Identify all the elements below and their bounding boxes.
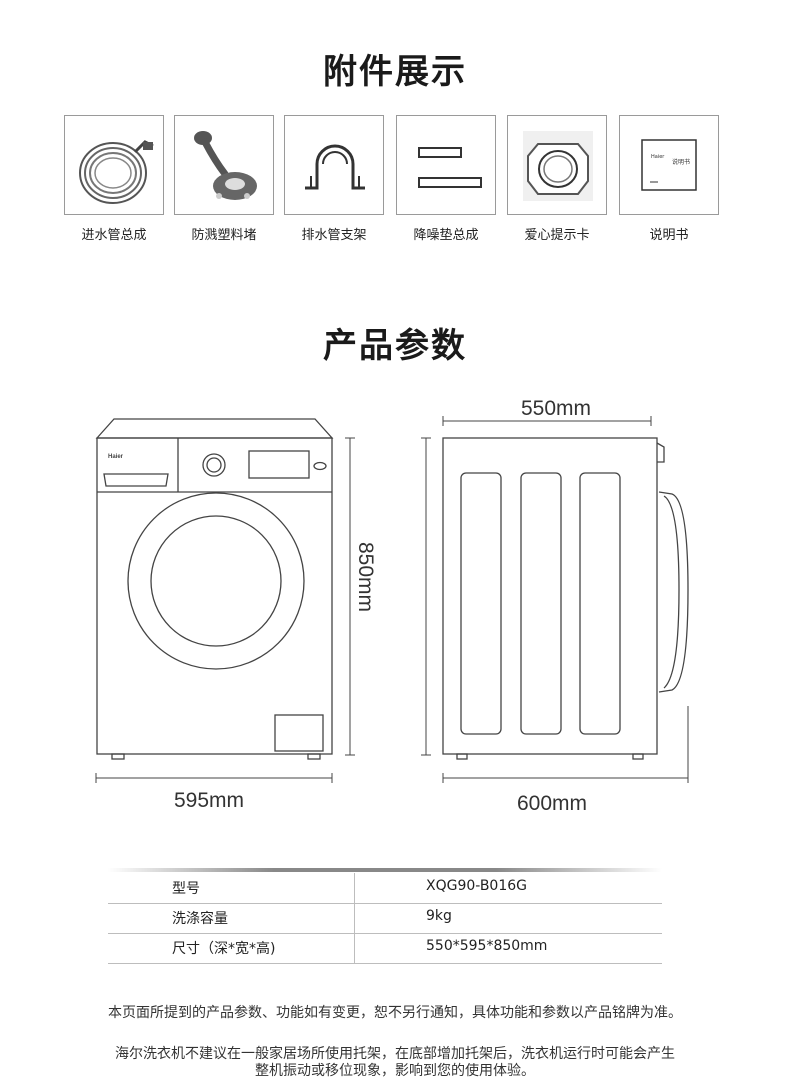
front-brand-logo: Haier [108, 454, 124, 460]
noise-pad-icon [418, 147, 482, 188]
spec-row-model: 型号 XQG90-B016G [108, 873, 662, 904]
spec-table-top-rule [108, 868, 662, 872]
disclaimer-note: 本页面所提到的产品参数、功能如有变更，恕不另行通知，具体功能和参数以产品铭牌为准… [108, 1005, 682, 1021]
spec-row-size: 尺寸（深*宽*高) 550*595*850mm [108, 933, 662, 964]
accessory-noise-pad [396, 115, 496, 215]
height-label: 850mm [354, 541, 377, 613]
manual-title-text: 说明书 [672, 158, 690, 166]
accessory-manual: Haier 说明书 [619, 115, 719, 215]
accessory-drain-bracket [284, 115, 384, 215]
accessory-label-drain-bracket: 排水管支架 [301, 228, 367, 243]
accessory-label-splash-plug: 防溅塑料堵 [191, 228, 257, 243]
accessory-label-manual: 说明书 [649, 228, 689, 243]
accessory-label-noise-pad: 降噪垫总成 [413, 228, 479, 243]
washer-front-view [95, 418, 334, 760]
side-width-label: 550mm [521, 397, 592, 420]
manual-brand-text: Haier [651, 154, 665, 160]
spec-divider [354, 933, 355, 963]
spec-value: 9kg [426, 908, 452, 924]
care-card-icon [523, 131, 593, 201]
accessory-label-inlet-hose: 进水管总成 [81, 228, 147, 243]
spec-value: 550*595*850mm [426, 938, 548, 954]
accessory-inlet-hose [64, 115, 164, 215]
accessory-label-care-card: 爱心提示卡 [524, 228, 590, 243]
params-title: 产品参数 [323, 326, 467, 366]
side-width-dim-line [442, 416, 652, 426]
spec-divider [354, 873, 355, 903]
inlet-hose-icon [79, 140, 154, 204]
spec-row-capacity: 洗涤容量 9kg [108, 903, 662, 934]
spec-value: XQG90-B016G [426, 878, 528, 894]
height-dim-line [345, 437, 355, 756]
drain-bracket-icon [305, 144, 365, 190]
bracket-warning-line1: 海尔洗衣机不建议在一般家居场所使用托架，在底部增加托架后，洗衣机运行时可能会产生 [115, 1046, 675, 1062]
bracket-warning-line2: 整机振动或移位现象，影响到您的使用体验。 [255, 1063, 535, 1079]
front-width-label: 595mm [174, 789, 245, 812]
spec-key: 型号 [172, 881, 200, 897]
spec-divider [354, 903, 355, 933]
spec-key: 洗涤容量 [172, 911, 228, 927]
splash-plug-icon [194, 131, 257, 200]
spec-key: 尺寸（深*宽*高) [172, 941, 276, 957]
accessories-title: 附件展示 [323, 52, 467, 92]
manual-icon: Haier 说明书 [641, 139, 697, 191]
depth-dim-line [442, 706, 689, 783]
accessory-splash-plug [174, 115, 274, 215]
front-width-dim-line [95, 773, 333, 783]
accessory-care-card [507, 115, 607, 215]
side-height-line [421, 437, 431, 756]
total-depth-label: 600mm [517, 792, 588, 815]
washer-side-view [442, 437, 689, 760]
